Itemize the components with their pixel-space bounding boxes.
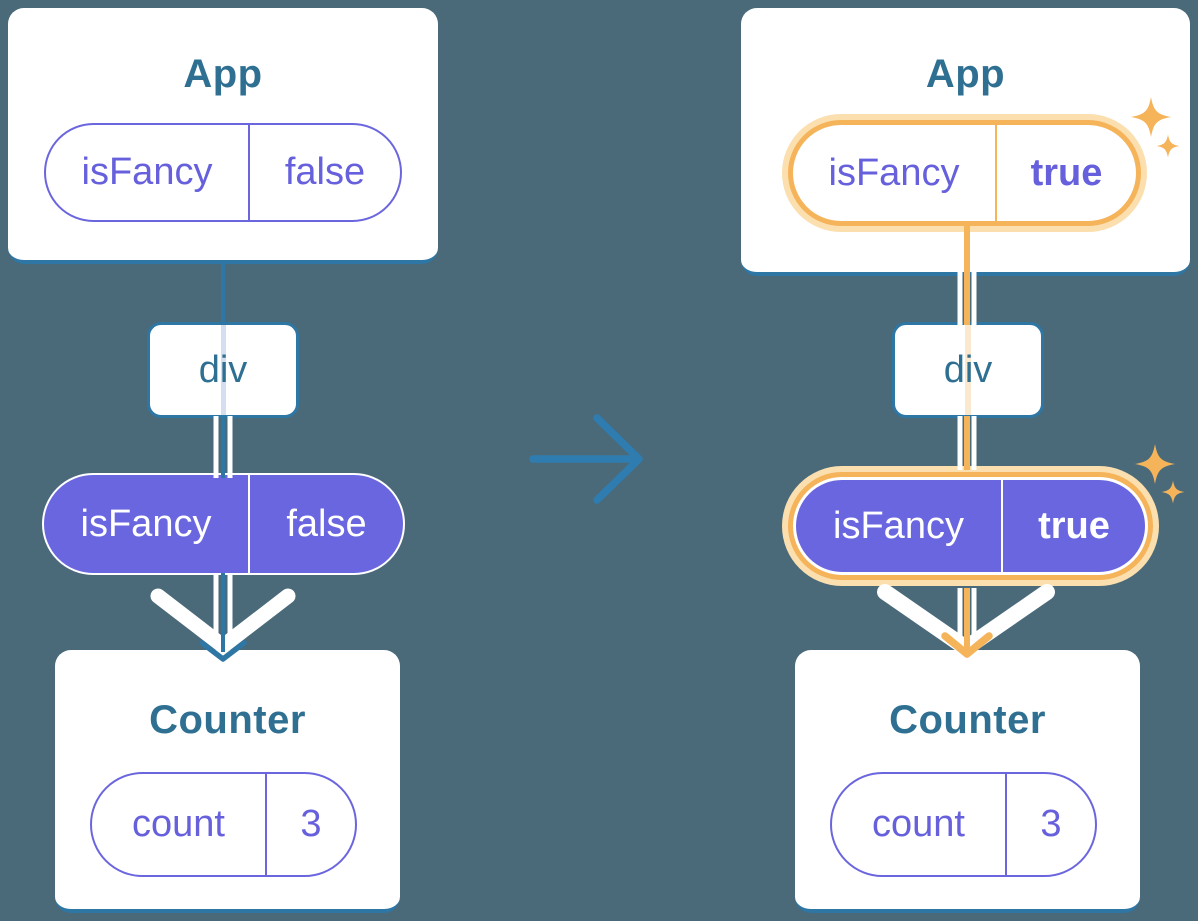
left-counter-title: Counter bbox=[149, 698, 306, 742]
down-chevron-arrow-icon bbox=[150, 588, 296, 654]
left-counter-state-pill: count 3 bbox=[90, 772, 357, 877]
right-counter-title: Counter bbox=[889, 698, 1046, 742]
div-node-label: div bbox=[198, 348, 248, 391]
prop-key: isFancy bbox=[46, 125, 250, 220]
state-key: count bbox=[92, 774, 267, 875]
sparkle-icon bbox=[1161, 480, 1185, 504]
prop-key: isFancy bbox=[44, 475, 250, 573]
right-passed-prop-pill-highlighted: isFancy true bbox=[793, 477, 1148, 575]
state-value: 3 bbox=[300, 803, 322, 845]
left-pill-to-counter-arrow bbox=[150, 573, 296, 662]
prop-key: isFancy bbox=[796, 480, 1003, 572]
left-div-to-pill-connector bbox=[213, 416, 233, 478]
left-passed-prop-pill: isFancy false bbox=[42, 473, 405, 575]
right-pill-to-counter-arrow bbox=[877, 584, 1055, 658]
prop-value: true bbox=[1030, 151, 1103, 194]
left-div-node: div bbox=[147, 322, 299, 418]
left-app-title: App bbox=[183, 52, 263, 96]
sparkles-prop-pill bbox=[1135, 444, 1185, 504]
down-chevron-arrow-icon bbox=[877, 584, 1055, 656]
right-app-prop-pill-highlighted: isFancy true bbox=[788, 120, 1141, 226]
right-div-node: div bbox=[892, 322, 1044, 418]
right-div-to-pill-connector bbox=[957, 416, 977, 470]
right-counter-state-pill: count 3 bbox=[830, 772, 1097, 877]
transition-right-arrow-icon bbox=[529, 414, 643, 504]
prop-value: true bbox=[1038, 504, 1110, 547]
prop-value: false bbox=[284, 151, 366, 193]
div-node-label: div bbox=[943, 348, 993, 391]
prop-value: false bbox=[286, 502, 367, 545]
right-app-title: App bbox=[925, 52, 1006, 96]
prop-key: isFancy bbox=[793, 125, 997, 221]
sparkle-icon bbox=[1135, 444, 1175, 484]
state-value: 3 bbox=[1040, 803, 1062, 845]
left-app-prop-pill: isFancy false bbox=[44, 123, 402, 222]
state-key: count bbox=[832, 774, 1007, 875]
